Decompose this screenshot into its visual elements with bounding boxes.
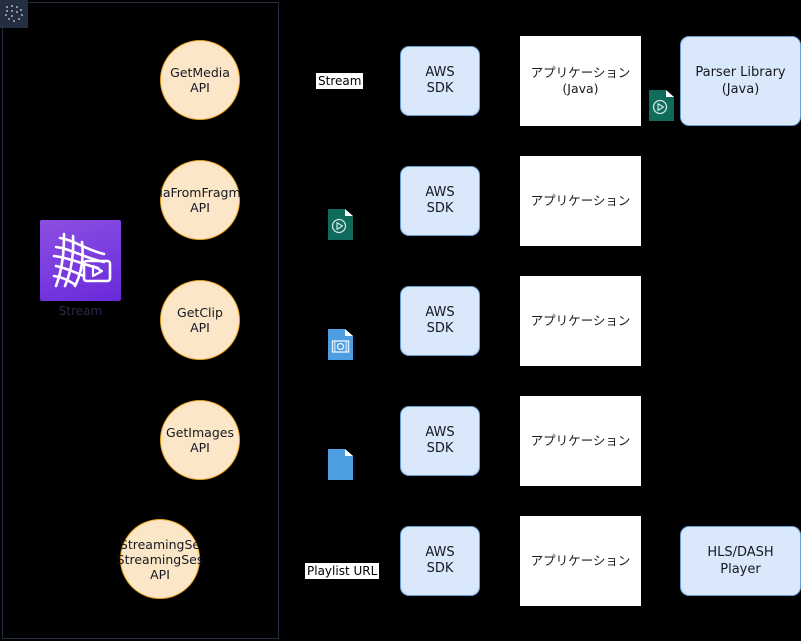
api-line: API: [190, 440, 210, 455]
parser-library-label: Parser Library (Java): [695, 64, 785, 98]
aws-sdk-box-row4[interactable]: AWS SDK: [400, 406, 480, 476]
sdk-line: SDK: [426, 321, 454, 336]
hls-dash-player-box[interactable]: HLS/DASH Player: [680, 526, 801, 596]
row-label-playlist-url: Playlist URL: [305, 563, 380, 579]
application-box-row2[interactable]: アプリケーション: [520, 156, 641, 246]
app-line: アプリケーション: [530, 433, 631, 448]
api-line: API: [190, 80, 210, 95]
app-line: アプリケーション: [530, 65, 631, 80]
lib-line: Parser Library: [695, 65, 786, 80]
api-line: API: [190, 200, 210, 215]
sdk-line: AWS: [425, 425, 455, 440]
application-label: アプリケーション (Java): [531, 65, 631, 97]
application-label: アプリケーション: [531, 553, 631, 569]
sdk-line: SDK: [426, 441, 454, 456]
app-line: アプリケーション: [530, 193, 631, 208]
api-circle-text: StreamingSe StreamingSes API: [117, 537, 204, 582]
kinesis-video-streams-label: Stream: [58, 304, 103, 318]
api-line: API: [150, 566, 170, 582]
api-circle-get-streaming-session-url[interactable]: StreamingSe StreamingSes API: [117, 519, 203, 599]
api-circle-text: iaFromFragm API: [159, 185, 240, 215]
aws-sdk-box-row3[interactable]: AWS SDK: [400, 286, 480, 356]
aws-cloud-group: [2, 2, 279, 639]
application-box-row1[interactable]: アプリケーション (Java): [520, 36, 641, 126]
app-line: アプリケーション: [530, 553, 631, 568]
api-circle-get-media[interactable]: GetMedia API: [160, 40, 240, 120]
aws-sdk-label: AWS SDK: [425, 545, 454, 577]
api-circle-get-media-from-fragment-list[interactable]: iaFromFragm API: [159, 160, 241, 240]
application-box-row5[interactable]: アプリケーション: [520, 516, 641, 606]
parser-library-box[interactable]: Parser Library (Java): [680, 36, 801, 126]
api-line: StreamingSes: [116, 551, 204, 567]
sdk-line: AWS: [425, 545, 455, 560]
aws-group-dots-icon: [0, 0, 28, 28]
aws-sdk-label: AWS SDK: [425, 185, 454, 217]
api-line: iaFromFragm: [159, 185, 241, 200]
api-circle-text: GetImages API: [166, 425, 234, 455]
blank-file-icon-row4: [328, 449, 353, 480]
lib-line: HLS/DASH: [707, 545, 774, 560]
application-box-row4[interactable]: アプリケーション: [520, 396, 641, 486]
application-label: アプリケーション: [531, 193, 631, 209]
application-label: アプリケーション: [531, 313, 631, 329]
aws-sdk-box-row2[interactable]: AWS SDK: [400, 166, 480, 236]
aws-sdk-label: AWS SDK: [425, 65, 454, 97]
api-circle-text: GetClip API: [177, 305, 223, 335]
api-line: GetClip: [177, 305, 223, 320]
video-file-icon-row1: [649, 90, 674, 121]
video-file-icon-row2: [328, 209, 353, 240]
kinesis-video-streams-icon: [40, 220, 121, 301]
aws-sdk-label: AWS SDK: [425, 425, 454, 457]
api-line: API: [190, 320, 210, 335]
aws-sdk-box-row5[interactable]: AWS SDK: [400, 526, 480, 596]
sdk-line: SDK: [426, 201, 454, 216]
lib-line: Player: [720, 562, 761, 577]
application-label: アプリケーション: [531, 433, 631, 449]
sdk-line: AWS: [425, 185, 455, 200]
app-line: (Java): [562, 81, 599, 96]
aws-sdk-label: AWS SDK: [425, 305, 454, 337]
sdk-line: AWS: [425, 65, 455, 80]
hls-dash-player-label: HLS/DASH Player: [707, 544, 773, 578]
row-label-stream: Stream: [316, 73, 364, 89]
api-line: GetImages: [166, 425, 234, 440]
app-line: アプリケーション: [530, 313, 631, 328]
api-line: StreamingSe: [119, 536, 201, 552]
api-circle-get-images[interactable]: GetImages API: [160, 400, 240, 480]
api-line: GetMedia: [170, 65, 230, 80]
sdk-line: SDK: [426, 561, 454, 576]
api-circle-text: GetMedia API: [170, 65, 230, 95]
image-file-icon-row3: [328, 329, 353, 360]
sdk-line: SDK: [426, 81, 454, 96]
lib-line: (Java): [721, 82, 760, 97]
application-box-row3[interactable]: アプリケーション: [520, 276, 641, 366]
api-circle-get-clip[interactable]: GetClip API: [160, 280, 240, 360]
aws-sdk-box-row1[interactable]: AWS SDK: [400, 46, 480, 116]
sdk-line: AWS: [425, 305, 455, 320]
